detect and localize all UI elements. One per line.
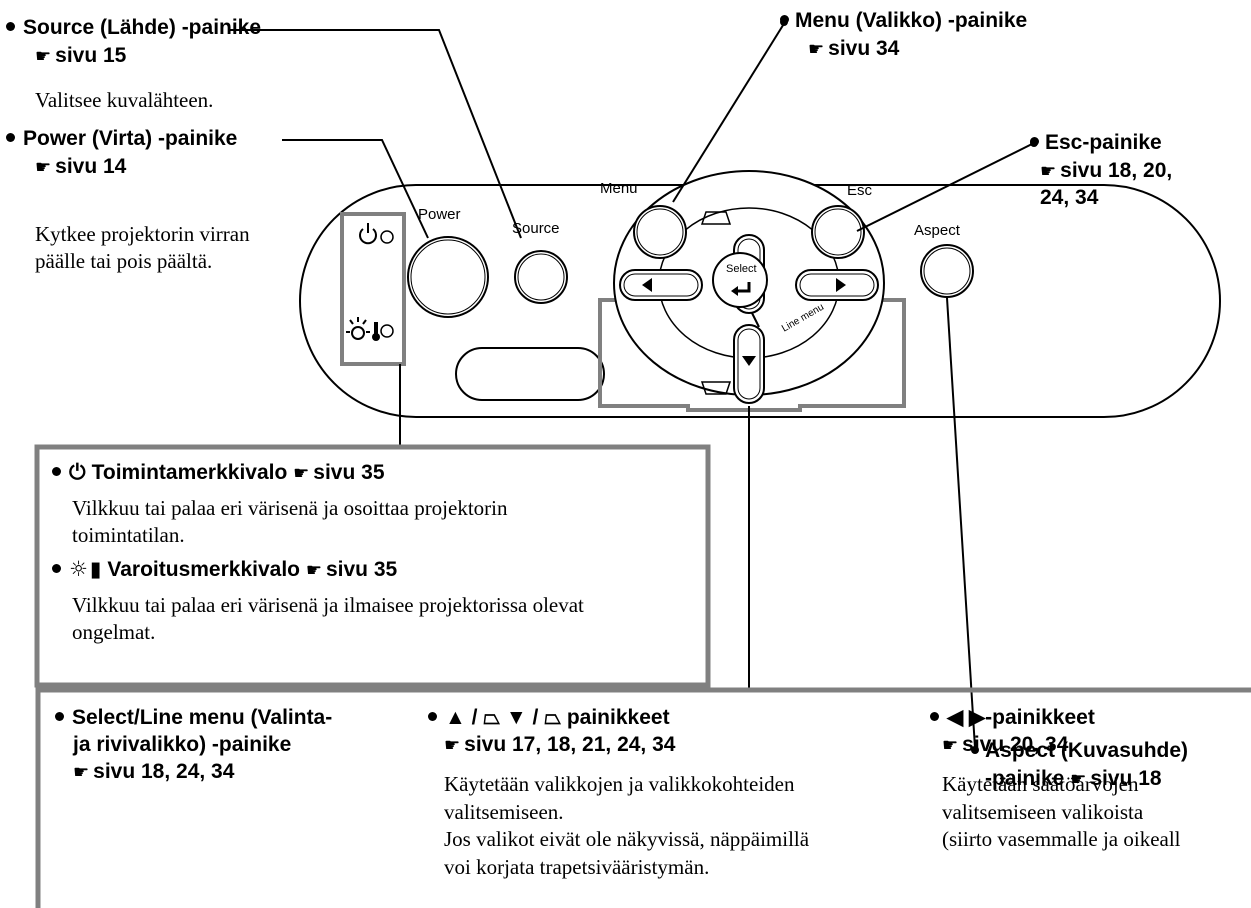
lamp-icon bbox=[346, 317, 370, 340]
aspect-callout-title: Aspect (Kuvasuhde) bbox=[985, 739, 1189, 762]
updown-callout-desc-line3: Jos valikot eivät ole näkyvissä, näppäim… bbox=[444, 827, 810, 851]
select-callout-title-line2: ja rivivalikko) -painike bbox=[73, 733, 292, 756]
source-button bbox=[514, 250, 568, 304]
thermometer-icon: ▮ bbox=[89, 557, 102, 581]
power-icon: ⏻ bbox=[69, 460, 86, 484]
buttons-callout-box bbox=[35, 687, 1251, 908]
operation-indicator-desc-line2: toimintatilan. bbox=[72, 523, 185, 547]
source-callout-ref: ☛sivu 15 bbox=[35, 43, 126, 70]
leader-lines bbox=[230, 21, 1035, 749]
pointing-hand-icon: ☛ bbox=[35, 157, 52, 178]
aspect-button-label: Aspect bbox=[914, 222, 960, 239]
left-button bbox=[619, 269, 703, 301]
keystone-down-icon bbox=[700, 381, 732, 395]
source-callout-desc: Valitsee kuvalähteen. bbox=[35, 88, 214, 112]
select-callout-ref: ☛sivu 18, 24, 34 bbox=[73, 759, 234, 786]
power-callout-desc-line2: päälle tai pois päältä. bbox=[35, 249, 213, 273]
menu-callout-ref: ☛sivu 34 bbox=[808, 36, 899, 63]
power-button bbox=[407, 236, 489, 318]
leftright-callout-title: ◀ ▶-painikkeet bbox=[930, 705, 1095, 731]
source-button-label: Source bbox=[512, 220, 560, 237]
power-icon bbox=[359, 223, 377, 245]
esc-button bbox=[811, 205, 865, 259]
menu-callout-title: Menu (Valikko) -painike bbox=[780, 8, 1027, 34]
pointing-hand-icon: ☛ bbox=[444, 735, 461, 756]
aspect-button bbox=[920, 244, 974, 298]
esc-callout-ref-cont: 24, 34 bbox=[1040, 186, 1099, 209]
leftright-callout-ref: ☛sivu 20, 34 bbox=[942, 732, 1068, 759]
aspect-callout-ref: -painike ☛sivu 18 bbox=[985, 766, 1162, 793]
warning-indicator-title: ☼▮Varoitusmerkkivalo ☛sivu 35 bbox=[52, 556, 397, 584]
leftright-callout-desc-line3: (siirto vasemmalle ja oikeall bbox=[942, 827, 1181, 851]
warning-indicator-lamp bbox=[380, 324, 394, 338]
pointing-hand-icon: ☛ bbox=[1070, 769, 1087, 790]
updown-callout-desc-line2: valitsemiseen. bbox=[444, 800, 564, 824]
esc-button-label: Esc bbox=[847, 182, 873, 199]
leftright-callout-desc-line2: valitsemiseen valikoista bbox=[942, 800, 1144, 824]
warning-indicator-desc-line1: Vilkkuu tai palaa eri värisenä ja ilmais… bbox=[72, 593, 584, 617]
indicator-strip bbox=[340, 212, 406, 366]
updown-callout-ref: ☛sivu 17, 18, 21, 24, 34 bbox=[444, 732, 675, 759]
operation-indicator-lamp bbox=[380, 230, 394, 244]
operation-indicator-title: ⏻Toimintamerkkivalo ☛sivu 35 bbox=[52, 459, 385, 487]
leftright-callout-desc-line1: Käytetään säätöarvojen bbox=[942, 772, 1139, 796]
select-button bbox=[712, 252, 768, 308]
menu-button bbox=[633, 205, 687, 259]
updown-callout-title: ▲ / ⏢ ▼ / ⏢ painikkeet bbox=[428, 705, 670, 731]
lamp-icon: ☼ bbox=[69, 557, 88, 581]
esc-callout-ref: ☛sivu 18, 20, bbox=[1040, 158, 1172, 185]
keystone-up-icon bbox=[700, 211, 732, 225]
select-button-label: Select bbox=[726, 263, 757, 275]
select-callout-title-line1: Select/Line menu (Valinta- bbox=[55, 705, 332, 731]
enter-icon bbox=[736, 282, 751, 293]
source-callout-title: Source (Lähde) -painike bbox=[6, 15, 261, 41]
indicators-callout-box bbox=[34, 444, 711, 688]
pointing-hand-icon: ☛ bbox=[305, 560, 322, 581]
pointing-hand-icon: ☛ bbox=[293, 463, 310, 484]
esc-callout-title: Esc-painike bbox=[1030, 130, 1162, 156]
power-callout-ref: ☛sivu 14 bbox=[35, 154, 126, 181]
power-button-label: Power bbox=[418, 206, 461, 223]
updown-callout-desc-line4: voi korjata trapetsivääristymän. bbox=[444, 855, 710, 879]
menu-button-label: Menu bbox=[600, 180, 638, 197]
pointing-hand-icon: ☛ bbox=[35, 46, 52, 67]
pointing-hand-icon: ☛ bbox=[73, 762, 90, 783]
pointing-hand-icon: ☛ bbox=[942, 735, 959, 756]
thermometer-icon bbox=[372, 322, 380, 341]
pointing-hand-icon: ☛ bbox=[1040, 161, 1057, 182]
operation-indicator-desc-line1: Vilkkuu tai palaa eri värisenä ja osoitt… bbox=[72, 496, 508, 520]
power-callout-title: Power (Virta) -painike bbox=[6, 126, 237, 152]
warning-indicator-desc-line2: ongelmat. bbox=[72, 620, 156, 644]
power-callout-desc-line1: Kytkee projektorin virran bbox=[35, 222, 250, 246]
updown-callout-desc-line1: Käytetään valikkojen ja valikkokohteiden bbox=[444, 772, 795, 796]
receiver-window bbox=[455, 347, 605, 401]
pointing-hand-icon: ☛ bbox=[808, 39, 825, 60]
